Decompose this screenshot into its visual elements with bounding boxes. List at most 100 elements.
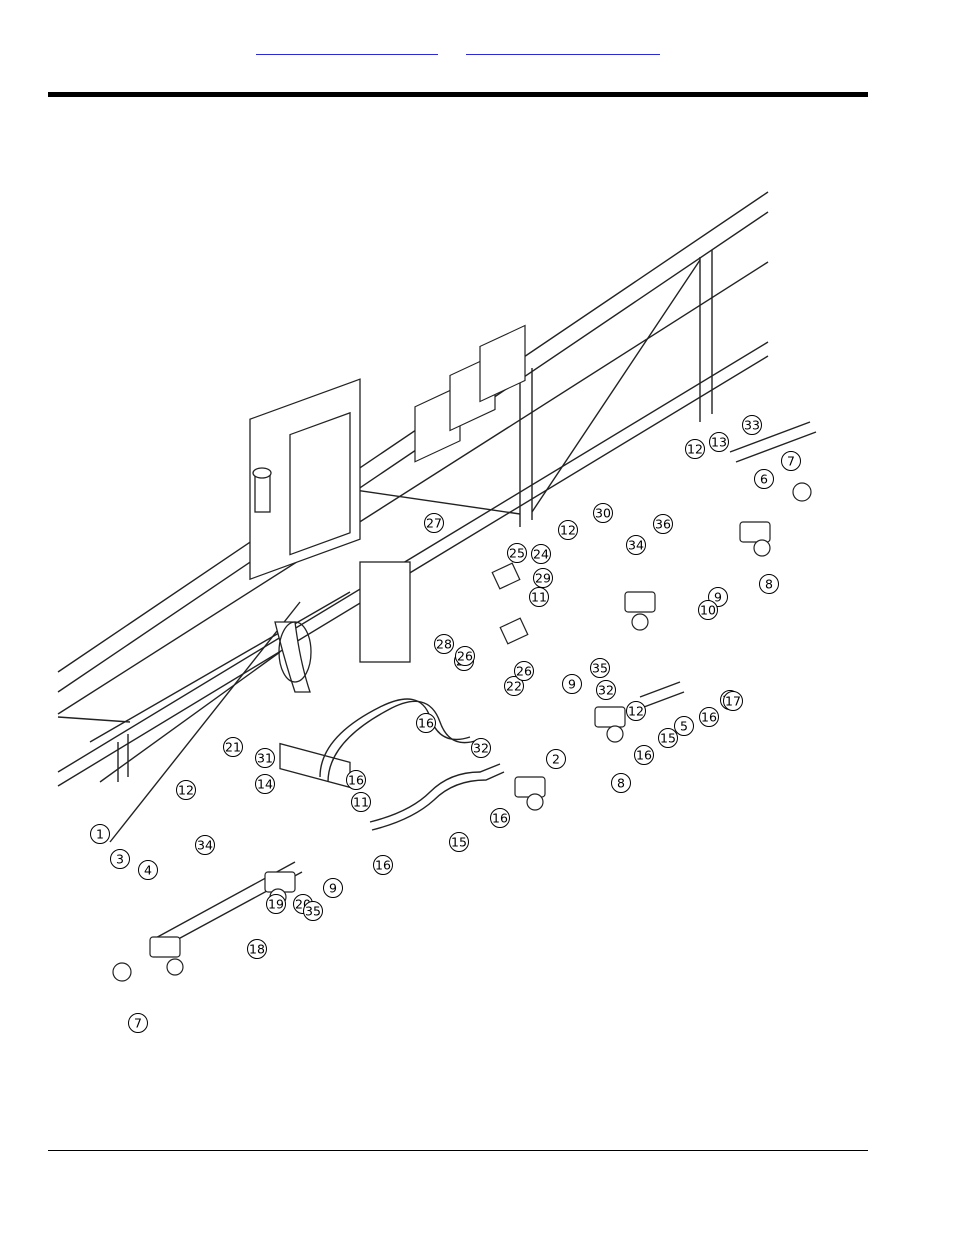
callout-label: 12 [628,703,644,718]
callout-bubble [590,658,610,678]
callout-bubble [346,770,366,790]
callout-label: 19 [268,896,284,911]
callout-label: 16 [492,810,508,825]
callout-bubble [533,568,553,588]
callout-bubble [303,901,323,921]
callout-label: 11 [353,794,369,809]
callout-bubble [195,835,215,855]
callout-bubble [558,520,578,540]
callout-label: 31 [257,750,273,765]
callout-bubble [351,792,371,812]
callout-bubble [562,674,582,694]
callout-bubble [698,600,718,620]
callout-bubble [634,745,654,765]
callouts: 1234567788999101111121212121314151516161… [90,415,801,1033]
header-link-1[interactable] [256,40,438,55]
callout-bubble [653,514,673,534]
callout-bubble [754,469,774,489]
callout-label: 16 [701,709,717,724]
nozzle-bodies [112,482,812,982]
hinge-assembly [249,378,411,789]
callout-bubble [110,849,130,869]
callout-label: 12 [178,782,194,797]
callout-label: 8 [617,775,625,790]
callout-bubble [674,716,694,736]
callout-bubble [723,691,743,711]
callout-bubble [514,661,534,681]
callout-bubble [596,680,616,700]
callout-label: 9 [329,880,337,895]
callout-bubble [323,878,343,898]
callout-label: 2 [552,751,560,766]
callout-label: 35 [305,903,321,918]
header-rule [48,92,868,97]
callout-bubble [759,574,779,594]
callout-label: 12 [560,522,576,537]
callout-bubble [416,713,436,733]
hoses [151,421,817,951]
callout-bubble [685,439,705,459]
callout-label: 24 [533,546,549,561]
callout-label: 15 [451,834,467,849]
callout-bubble [90,824,110,844]
callout-bubble [490,808,510,828]
header-link-2[interactable] [466,40,660,55]
callout-label: 3 [116,851,124,866]
callout-bubble [742,415,762,435]
callout-label: 9 [714,589,722,604]
callout-bubble [626,701,646,721]
callout-label: 12 [687,441,703,456]
callout-bubble [223,737,243,757]
callout-label: 22 [506,678,522,693]
callout-bubble [658,728,678,748]
callout-bubble [373,855,393,875]
callout-bubble [504,676,524,696]
callout-label: 4 [144,862,152,877]
callout-label: 17 [725,693,741,708]
callout-label: 34 [197,837,213,852]
callout-bubble [138,860,158,880]
callout-bubble [529,587,549,607]
hardware-plates [414,324,529,645]
callout-label: 6 [760,471,768,486]
callout-label: 11 [531,589,547,604]
callout-label: 32 [473,740,489,755]
callout-bubble [255,748,275,768]
callout-label: 28 [436,636,452,651]
callout-bubble [593,503,613,523]
callout-label: 27 [426,515,442,530]
callout-bubble [255,774,275,794]
callout-bubble [611,773,631,793]
callout-bubble [709,432,729,452]
callout-label: 21 [225,739,241,754]
callout-label: 26 [516,663,532,678]
callout-label: 34 [628,537,644,552]
callout-label: 29 [535,570,551,585]
callout-label: 13 [711,434,727,449]
callout-bubble [266,894,286,914]
callout-label: 1 [96,826,104,841]
callout-label: 14 [257,776,273,791]
callout-label: 15 [660,730,676,745]
callout-label: 32 [598,682,614,697]
callout-label: 18 [249,941,265,956]
callout-label: 9 [568,676,576,691]
callout-label: 16 [375,857,391,872]
callout-bubble [128,1013,148,1033]
callout-label: 16 [418,715,434,730]
callout-label: 8 [765,576,773,591]
callout-label: 16 [348,772,364,787]
callout-label: 33 [744,417,760,432]
callout-label: 25 [509,545,525,560]
callout-bubble [471,738,491,758]
callout-label: 5 [680,718,688,733]
callout-label: 26 [457,648,473,663]
callout-bubble [424,513,444,533]
callout-label: 30 [595,505,611,520]
callout-label: 7 [787,453,795,468]
callout-bubble [546,749,566,769]
callout-label: 10 [700,602,716,617]
callout-bubble [507,543,527,563]
callout-label: 7 [134,1015,142,1030]
